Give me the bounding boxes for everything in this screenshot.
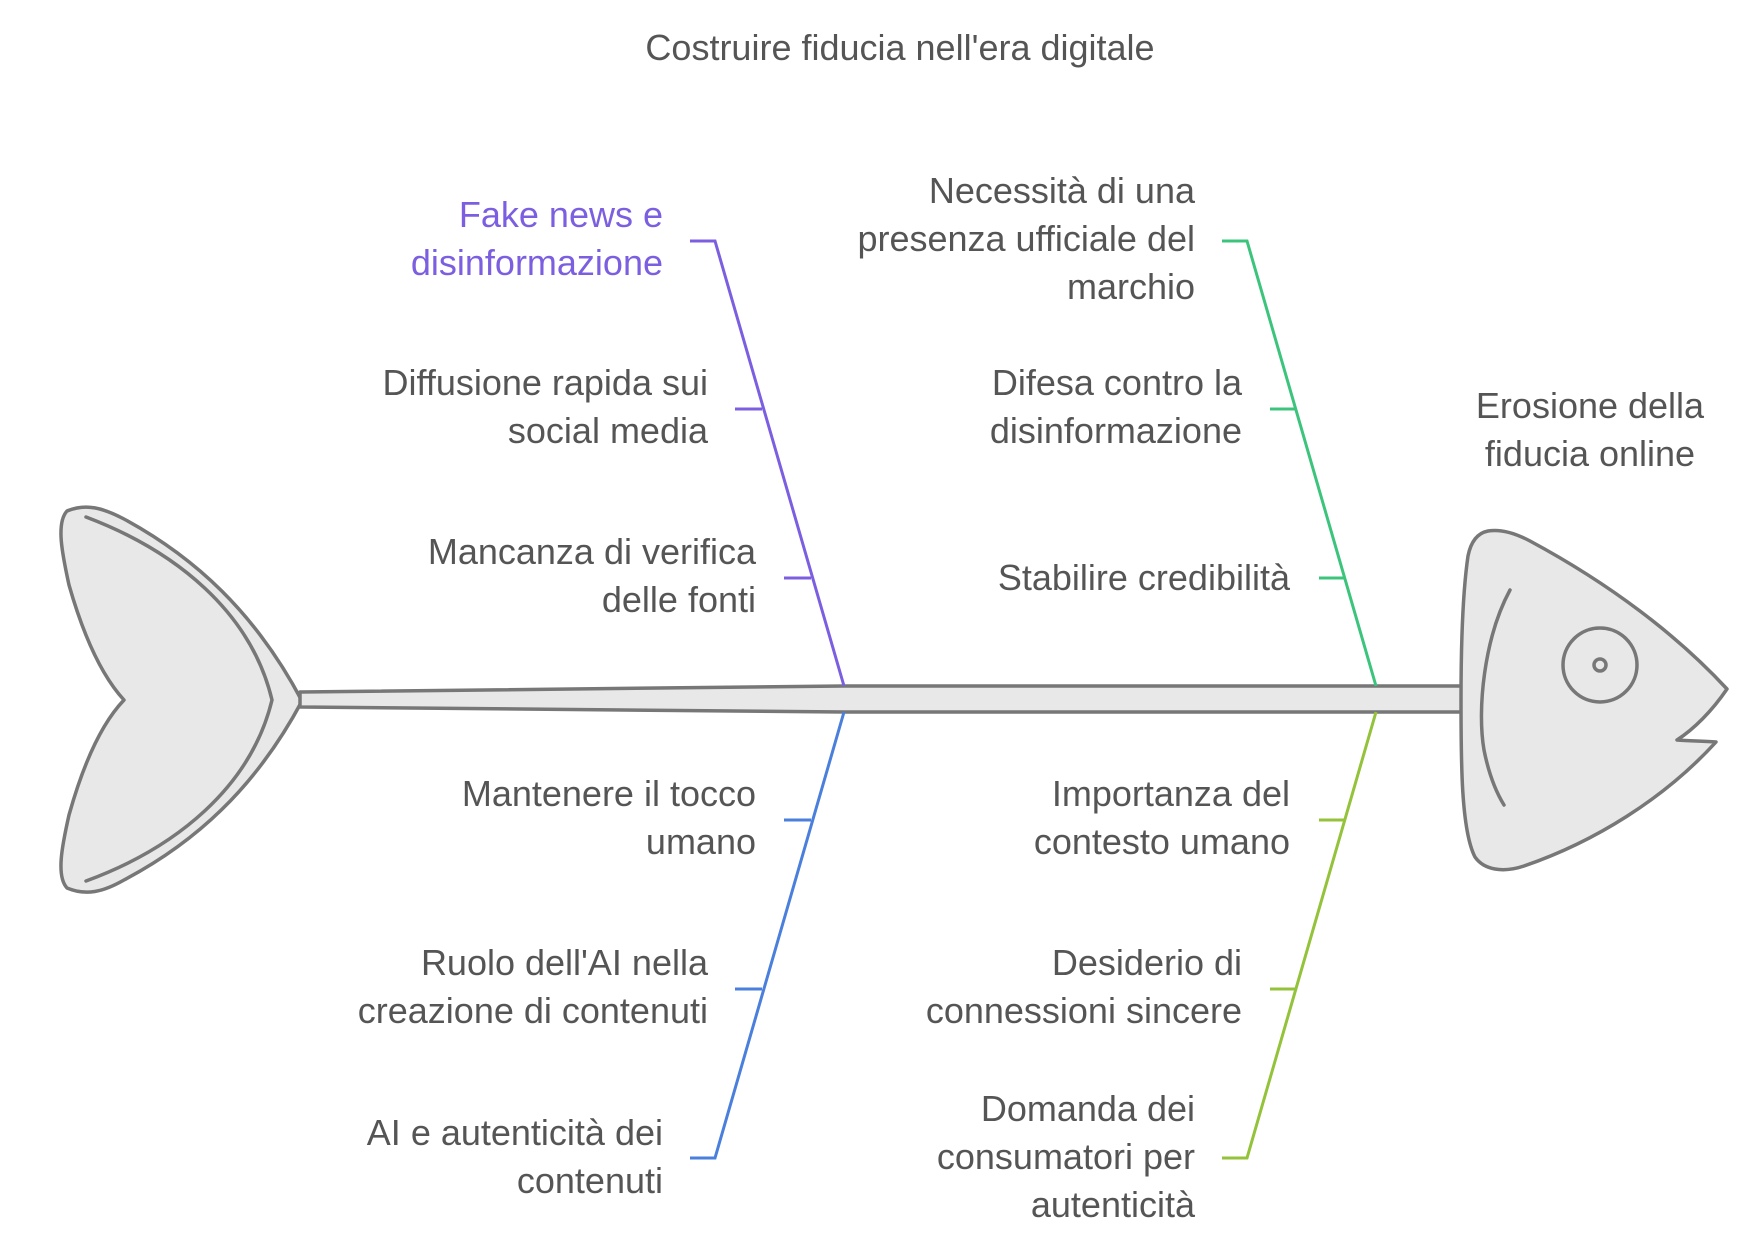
- cause-label: Mancanza di verifica delle fonti: [427, 531, 756, 620]
- category-label-top-right: Necessità di una presenza ufficiale del …: [857, 170, 1195, 307]
- category-label-bottom-left: AI e autenticità dei contenuti: [366, 1112, 663, 1201]
- cause-label: Desiderio di connessioni sincere: [925, 942, 1242, 1031]
- branch-bottom-right: [1222, 711, 1378, 1160]
- branch-bottom-left: [690, 711, 846, 1160]
- cause-label: Mantenere il tocco umano: [461, 773, 756, 862]
- diagram-title: Costruire fiducia nell'era digitale: [645, 27, 1155, 68]
- fish-pupil: [1592, 657, 1608, 673]
- fish-spine: [298, 684, 1467, 714]
- cause-label: Importanza del contesto umano: [1033, 773, 1290, 862]
- fish-tail-inner-line: [84, 515, 274, 883]
- cause-label: Ruolo dell'AI nella creazione di contenu…: [357, 942, 708, 1031]
- branch-top-right: [1222, 239, 1378, 687]
- branch-top-left: [690, 239, 846, 687]
- category-label-bottom-right: Domanda dei consumatori per autenticità: [936, 1088, 1195, 1225]
- category-label-top-left: Fake news e disinformazione: [410, 194, 663, 283]
- problem-label: Erosione della fiducia online: [1475, 385, 1705, 474]
- fish-gill: [1479, 588, 1512, 807]
- cause-label: Diffusione rapida sui social media: [382, 362, 708, 451]
- fish-tail: [59, 505, 304, 894]
- cause-label: Difesa contro la disinformazione: [989, 362, 1242, 451]
- cause-label: Stabilire credibilità: [997, 557, 1290, 598]
